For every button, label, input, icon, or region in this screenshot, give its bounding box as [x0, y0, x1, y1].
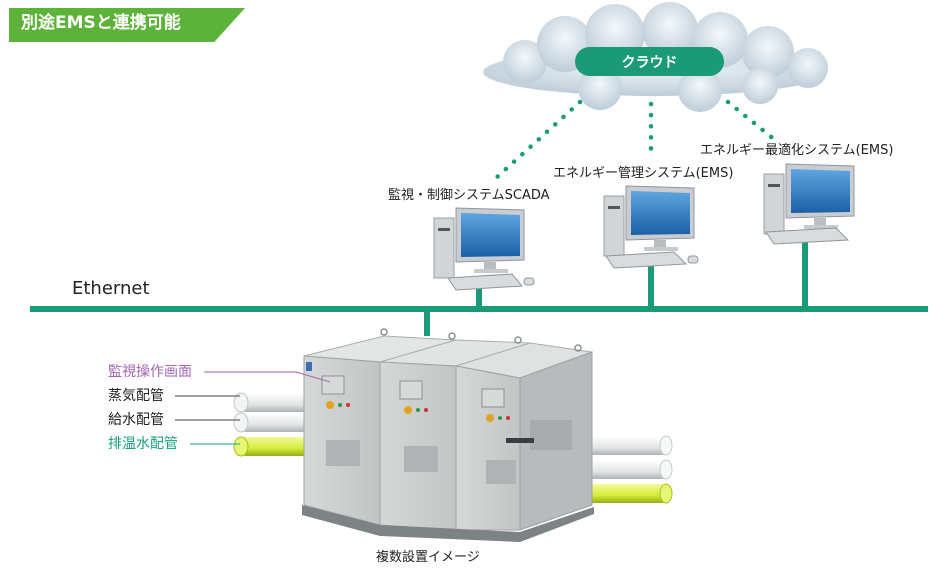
header-tag [9, 8, 245, 42]
computer-ems [603, 185, 699, 269]
ethernet-bus [30, 240, 928, 336]
cloud-label: クラウド [621, 54, 678, 71]
cloud-link-scada [493, 99, 583, 181]
cloud-pill: クラウド [575, 47, 724, 76]
feedwater-pipe-label: 給水配管 [108, 412, 164, 428]
image-caption: 複数設置イメージ [376, 550, 480, 565]
monitor-screen-label: 監視操作画面 [108, 364, 192, 380]
system-label-scada: 監視・制御システムSCADA [388, 188, 550, 203]
cloud-link-opt [725, 99, 778, 143]
pipes-left [233, 392, 318, 457]
boiler-units [302, 328, 594, 542]
steam-pipe-label: 蒸気配管 [108, 388, 164, 404]
system-label-ems: エネルギー管理システム(EMS) [553, 166, 734, 181]
exhaust-hot-water-pipe-label: 排温水配管 [108, 436, 178, 452]
pipes-right [585, 435, 673, 504]
ethernet-label: Ethernet [72, 278, 150, 299]
leader-monitor-diag [295, 371, 331, 383]
computer-scada [433, 207, 535, 291]
page-title: 別途EMSと連携可能 [21, 13, 181, 33]
pipe-leaders [175, 371, 331, 445]
cloud-graphic [483, 2, 828, 112]
system-label-optimization: エネルギー最適化システム(EMS) [700, 143, 894, 158]
computer-opt [763, 163, 855, 245]
cloud-links [493, 99, 778, 181]
